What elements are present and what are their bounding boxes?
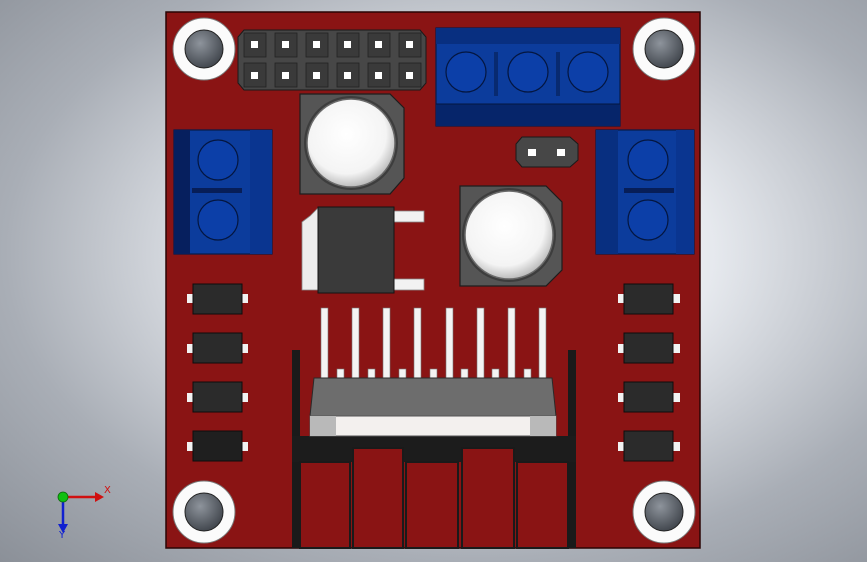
diode-right-3 [618, 381, 680, 413]
capacitor-top [299, 93, 405, 195]
heatsink [292, 350, 576, 549]
mounting-hole-top-left [172, 17, 236, 81]
capacitor-center [459, 185, 563, 287]
mounting-hole-bottom-right [632, 480, 696, 544]
diode-right-2 [618, 332, 680, 364]
diode-left-1 [187, 283, 248, 315]
diode-left-4 [187, 430, 248, 462]
mounting-hole-top-right [632, 17, 696, 81]
screw-terminal-right [595, 129, 695, 255]
triad-x-label: X [104, 485, 111, 496]
screw-terminal-top [435, 27, 621, 127]
coordinate-triad [57, 491, 104, 533]
driver-ic [309, 377, 557, 437]
pin-header [237, 29, 427, 91]
jumper-header [515, 136, 579, 168]
mounting-hole-bottom-left [172, 480, 236, 544]
diode-left-3 [187, 381, 248, 413]
screw-terminal-left [173, 129, 273, 255]
diode-right-1 [618, 283, 680, 315]
triad-y-label: Y [59, 530, 66, 541]
diode-right-4 [618, 430, 680, 462]
diode-left-2 [187, 332, 248, 364]
voltage-regulator [301, 206, 425, 294]
